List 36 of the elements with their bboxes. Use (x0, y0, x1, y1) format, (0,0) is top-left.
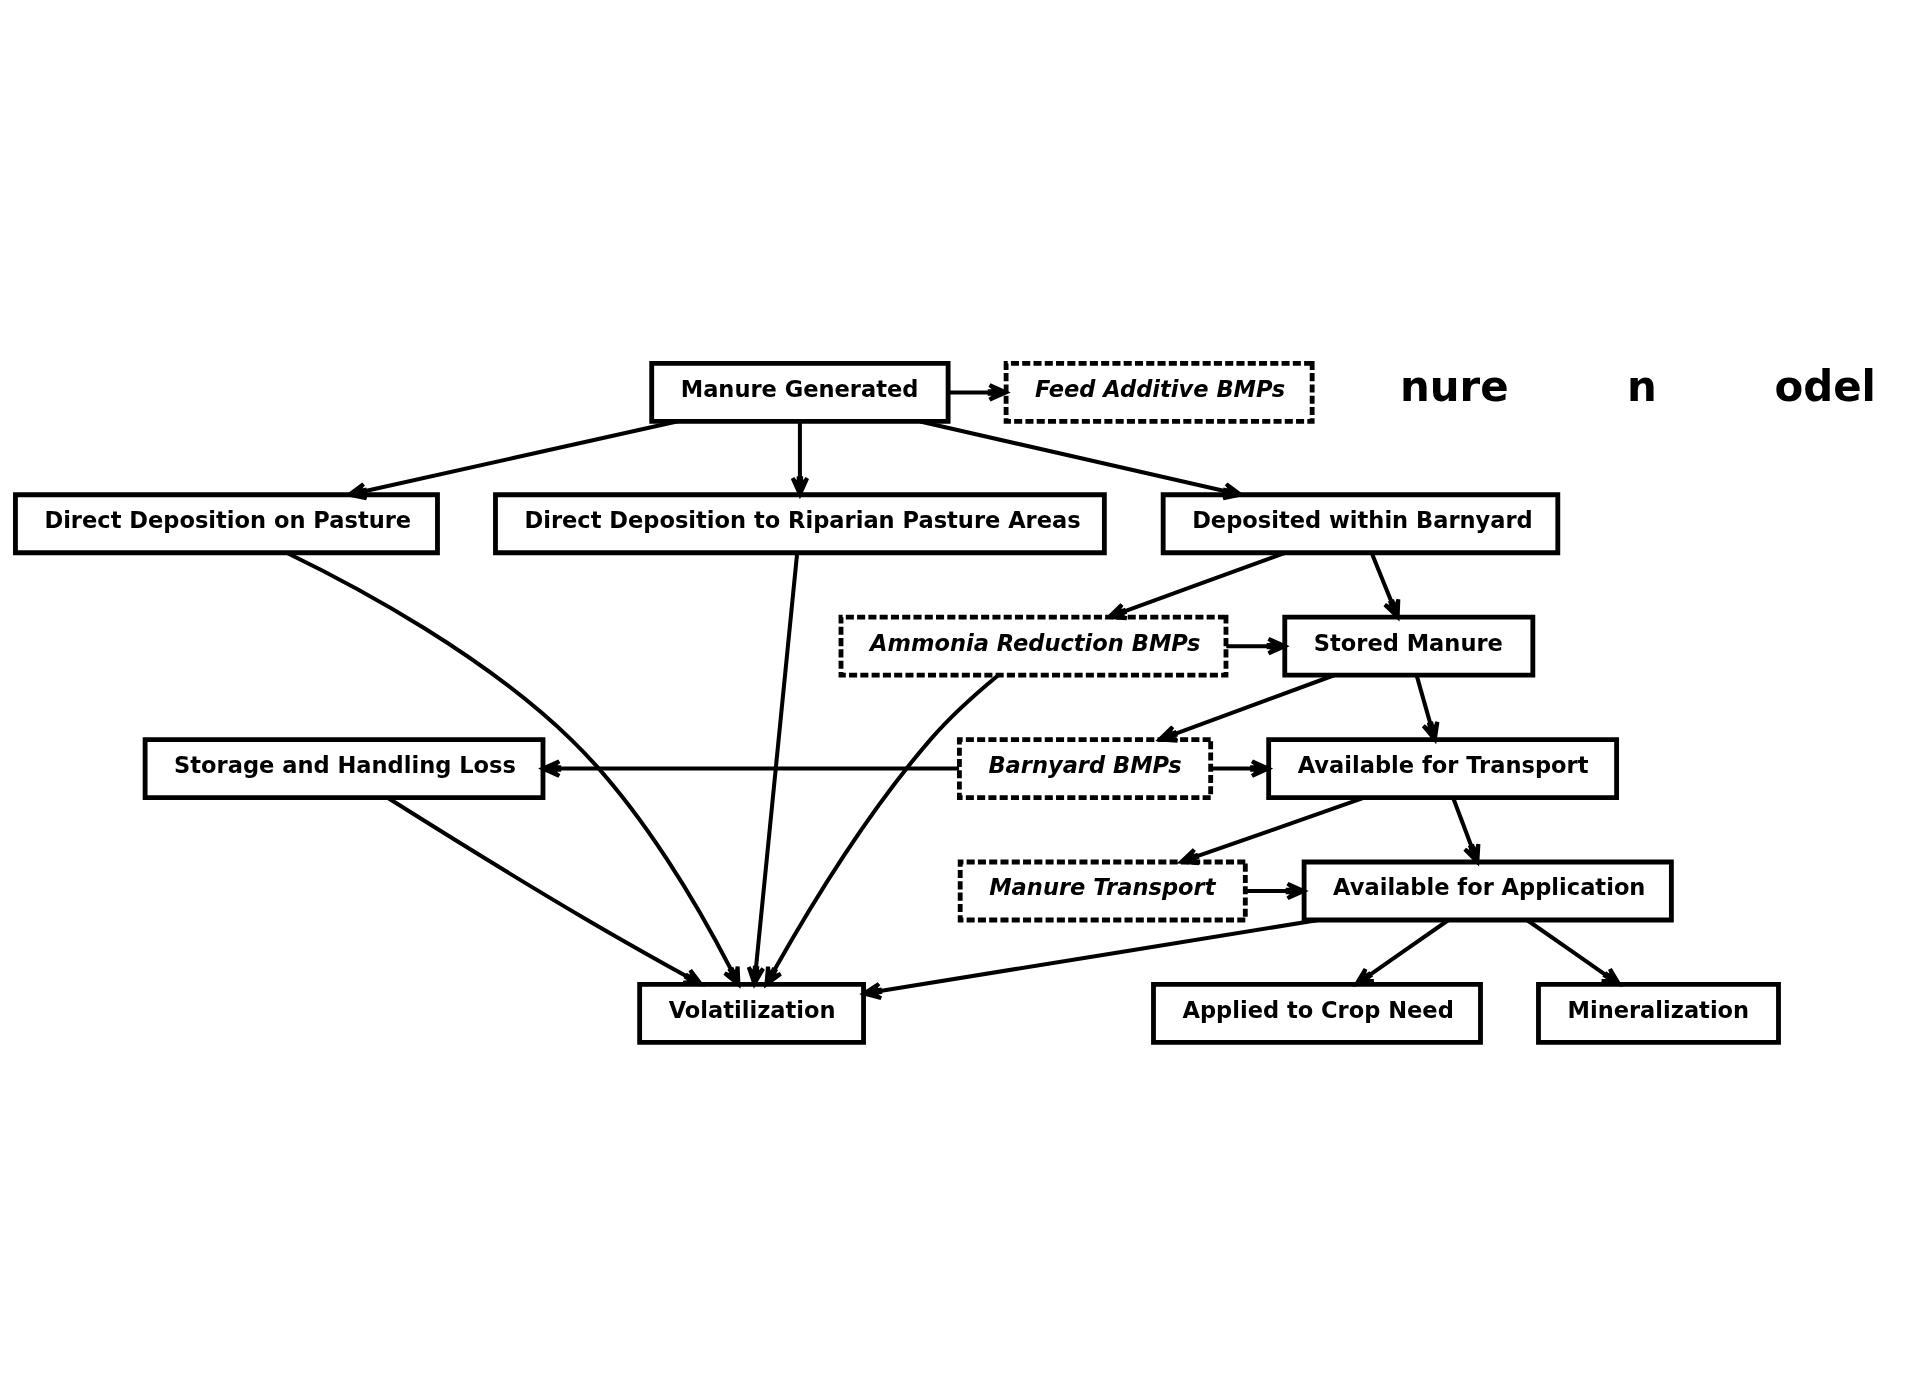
node-box: Direct Deposition on Pasture (12, 492, 440, 556)
arrow (1414, 674, 1439, 742)
arrow (1106, 550, 1286, 621)
arrow (919, 419, 1242, 501)
node-box: Applied to Crop Need (1150, 982, 1483, 1045)
node-box: Available for Application (1301, 859, 1674, 923)
arrow (948, 383, 1008, 402)
node-box: Feed Additive BMPs (1003, 361, 1315, 424)
arrow (763, 673, 999, 987)
node-box: Mineralization (1535, 982, 1781, 1045)
arrow (285, 550, 740, 987)
node-box: Storage and Handling Loss (142, 737, 545, 800)
label: odel (1773, 361, 1876, 411)
arrow (1210, 759, 1270, 778)
arrow (346, 419, 677, 501)
node-box: Manure Generated (648, 361, 951, 424)
node-box: Barnyard BMPs (956, 737, 1213, 800)
label: n (1626, 361, 1657, 411)
arrow (540, 759, 959, 778)
node-box: Ammonia Reduction BMPs (838, 614, 1228, 678)
node-box: Available for Transport (1265, 737, 1619, 800)
arrow (1369, 552, 1400, 620)
node-box: Volatilization (636, 982, 866, 1045)
arrow (1157, 673, 1335, 743)
node-box: Stored Manure (1281, 614, 1535, 678)
arrow (1450, 797, 1480, 864)
node-box: Manure Transport (957, 859, 1248, 923)
arrow (1225, 636, 1287, 656)
node-box: Deposited within Barnyard (1160, 492, 1560, 556)
arrow (1178, 795, 1365, 866)
label: nure (1399, 361, 1509, 411)
arrow (790, 421, 809, 497)
arrow (1245, 881, 1306, 901)
arrow (746, 552, 799, 986)
arrow (861, 918, 1319, 1001)
node-box: Direct Deposition to Riparian Pasture Areas (492, 492, 1107, 556)
